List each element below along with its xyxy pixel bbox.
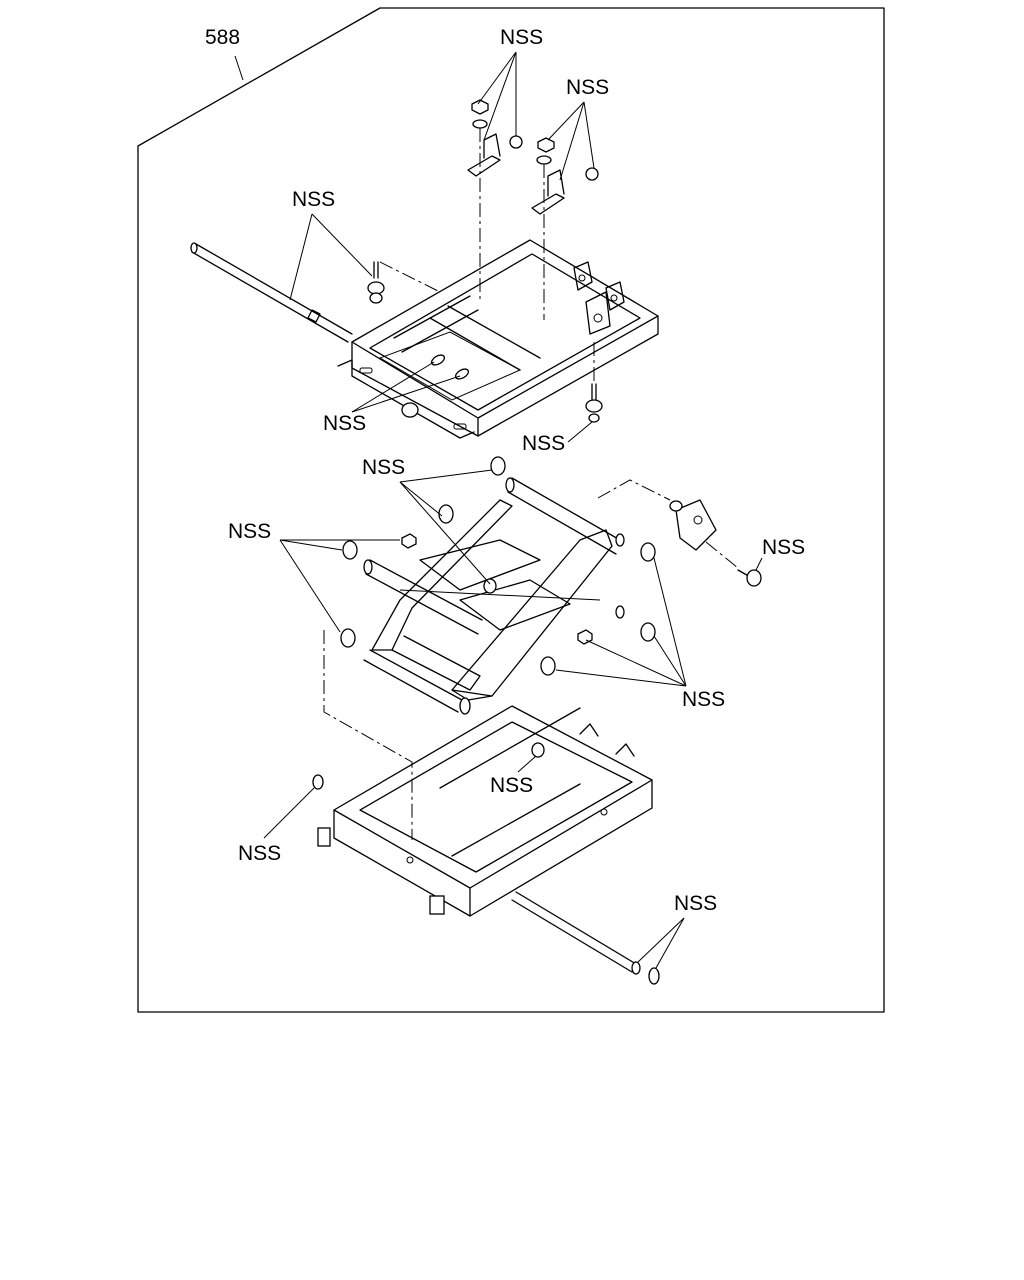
diagram-border	[137, 7, 885, 1013]
callout-leader	[653, 635, 687, 687]
reference-number: 588	[205, 26, 240, 49]
scissor-mechanism	[363, 477, 621, 715]
callout-leader	[279, 539, 341, 633]
callout-leader	[399, 481, 491, 585]
callout-label: NSS	[762, 536, 805, 559]
callout-leader	[477, 51, 517, 105]
callout-leader	[263, 787, 315, 839]
callout-leader	[567, 421, 593, 443]
mid-assembly-line	[323, 630, 413, 840]
callout-label: NSS	[292, 188, 335, 211]
callouts: NSS NSS NSS NSS NSS NSS NSS NSS NSS NSS	[228, 26, 805, 969]
upper-seat-frame	[337, 239, 659, 439]
callout-leader	[585, 639, 687, 687]
callout-label: NSS	[500, 26, 543, 49]
mid-assembly-line	[705, 541, 739, 569]
callout-label: NSS	[362, 456, 405, 479]
callout-leader	[351, 361, 435, 413]
callout-label: NSS	[238, 842, 281, 865]
callout-label: NSS	[566, 76, 609, 99]
callout-leader	[399, 481, 443, 517]
lower-base-frame	[317, 705, 653, 917]
callout-leader	[399, 469, 493, 483]
scissor-hardware	[340, 456, 762, 676]
callout-leader	[279, 539, 343, 551]
upper-adjust-rod	[190, 242, 353, 343]
upper-assembly-line	[379, 261, 441, 293]
callout-label: NSS	[682, 688, 725, 711]
callout-label: NSS	[228, 520, 271, 543]
callout-leader	[483, 51, 517, 141]
mid-assembly-line	[597, 479, 671, 501]
callout-leader	[547, 101, 585, 141]
callout-leader	[517, 755, 537, 773]
lower-pivot-rod	[312, 774, 660, 985]
callout-label: NSS	[323, 412, 366, 435]
callout-leader	[583, 101, 595, 169]
callout-label: NSS	[522, 432, 565, 455]
callout-leader	[655, 917, 685, 969]
callout-leader	[559, 101, 585, 181]
callout-leader	[555, 669, 687, 687]
callout-leader	[755, 557, 763, 571]
callout-leader	[637, 917, 685, 963]
callout-leader	[289, 213, 313, 301]
callout-leader	[351, 375, 461, 413]
reference-leader	[234, 55, 244, 81]
callout-label: NSS	[490, 774, 533, 797]
callout-label: NSS	[674, 892, 717, 915]
callout-leader	[311, 213, 373, 277]
callout-leader	[653, 557, 687, 687]
upper-hardware	[367, 99, 603, 423]
